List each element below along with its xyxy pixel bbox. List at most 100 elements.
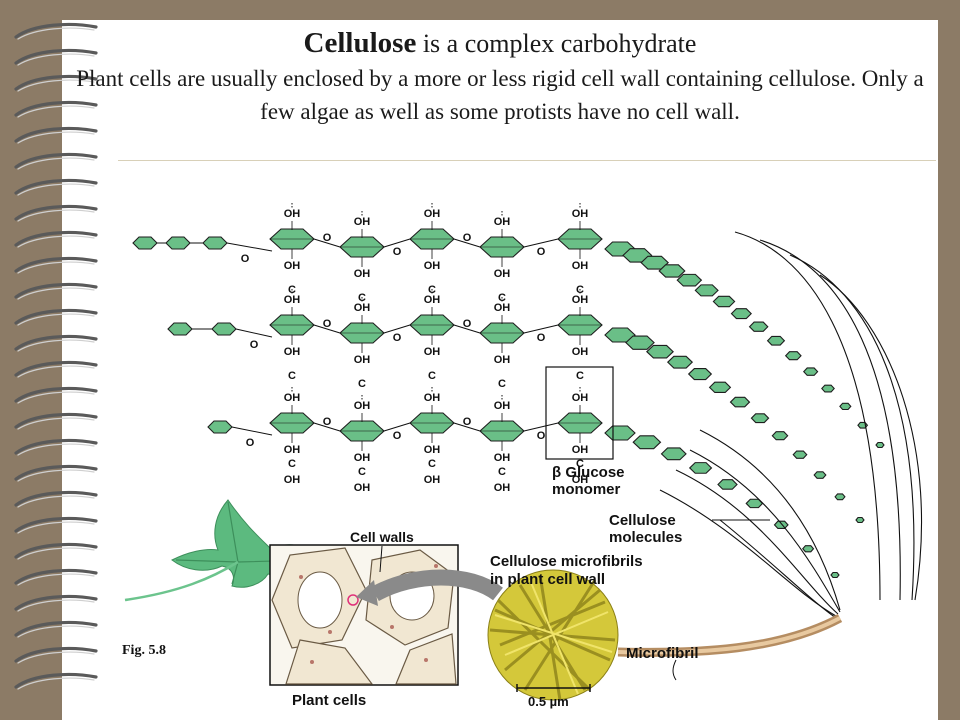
- hydroxyl-group: OH: [284, 208, 301, 220]
- divider: [118, 160, 936, 161]
- cellulose-chain-tails: [604, 241, 885, 579]
- hydroxyl-group: OH: [354, 268, 371, 280]
- microfibril-line: [689, 449, 841, 613]
- cellulose-chains: O O OH OH C O OH OH C O OH OH C O OH OH C OH OH C O O OH OH C O OH…: [132, 203, 603, 494]
- hydroxyl-group: OH: [572, 208, 589, 220]
- molecules-label: molecules: [609, 529, 682, 546]
- glycosidic-oxygen: O: [246, 437, 255, 449]
- hydroxyl-group: OH: [424, 208, 441, 220]
- glycosidic-oxygen: O: [393, 430, 402, 442]
- molecule-pointer-lines: [659, 231, 922, 619]
- binding-ring: [14, 646, 98, 663]
- glucose-ring: [211, 322, 237, 336]
- glucose-ring: [694, 284, 719, 297]
- glucose-ring: [167, 322, 193, 336]
- hydroxyl-group: OH: [284, 260, 301, 272]
- carbon-atom: C: [358, 378, 366, 390]
- glucose-ring: [830, 571, 840, 579]
- hydroxyl-group: OH: [572, 260, 589, 272]
- glycosidic-oxygen: O: [463, 232, 472, 244]
- magnify-arrow-head: [356, 580, 378, 606]
- glucose-ring: [688, 462, 713, 474]
- glucose-ring: [834, 493, 846, 501]
- glycosidic-oxygen: O: [463, 416, 472, 428]
- carbon-atom: C: [288, 370, 296, 382]
- glycosidic-oxygen: O: [537, 332, 546, 344]
- title-keyword: Cellulose: [303, 27, 417, 59]
- glucose-ring: [802, 367, 819, 376]
- hydroxyl-group: OH: [424, 474, 441, 486]
- glucose-ring: [625, 335, 655, 350]
- hydroxyl-group: OH: [284, 392, 301, 404]
- binding-ring: [14, 516, 98, 533]
- binding-ring: [14, 282, 98, 299]
- glucose-ring: [708, 381, 732, 394]
- glucose-ring: [802, 545, 815, 553]
- glucose-ring: [660, 447, 687, 461]
- glucose-ring: [622, 248, 653, 263]
- microfibril-line: [819, 274, 922, 601]
- cell-walls-pointer: [379, 545, 383, 573]
- plant-cells-label: Plant cells: [292, 692, 366, 709]
- binding-ring: [14, 386, 98, 403]
- hydroxyl-group: OH: [284, 346, 301, 358]
- carbon-atom: C: [576, 458, 584, 470]
- binding-ring: [14, 542, 98, 559]
- scale-label: 0.5 µm: [528, 694, 569, 709]
- hydroxyl-group: OH: [284, 444, 301, 456]
- binding-ring: [14, 126, 98, 143]
- glucose-ring: [666, 355, 694, 369]
- glucose-ring: [632, 435, 662, 450]
- glucose-ring: [646, 344, 674, 359]
- carbon-atom: C: [498, 378, 506, 390]
- glucose-ring: [687, 368, 713, 381]
- glycosidic-oxygen: O: [323, 416, 332, 428]
- leaf-stem: [124, 560, 239, 602]
- hydroxyl-group: OH: [494, 482, 511, 494]
- microfibrils-label-2: in plant cell wall: [490, 571, 605, 588]
- cell-walls-label: Cell walls: [350, 529, 414, 545]
- carbon-atom: C: [428, 370, 436, 382]
- hydroxyl-group: OH: [424, 260, 441, 272]
- glucose-ring: [771, 431, 789, 441]
- glycosidic-oxygen: O: [393, 332, 402, 344]
- binding-ring: [14, 412, 98, 429]
- hydroxyl-group: OH: [354, 216, 371, 228]
- binding-ring: [14, 230, 98, 247]
- glucose-ring: [658, 264, 686, 278]
- glucose-ring: [165, 236, 191, 250]
- hydroxyl-group: OH: [494, 400, 511, 412]
- glycosidic-oxygen: O: [323, 318, 332, 330]
- glucose-ring: [750, 413, 770, 424]
- spiral-binding: [14, 22, 98, 690]
- carbon-atom: C: [428, 458, 436, 470]
- glycosidic-oxygen: O: [463, 318, 472, 330]
- hydroxyl-group: OH: [572, 294, 589, 306]
- microfibril-line: [759, 239, 901, 601]
- glucose-ring: [604, 425, 636, 441]
- microfibril-label: Microfibril: [626, 645, 699, 662]
- glycosidic-oxygen: O: [537, 246, 546, 258]
- hydroxyl-group: OH: [424, 444, 441, 456]
- microfibril-line: [734, 231, 881, 601]
- microfibril-pointer: [672, 659, 677, 681]
- hydroxyl-group: OH: [494, 302, 511, 314]
- glucose-ring: [207, 420, 233, 434]
- glucose-ring: [875, 441, 885, 449]
- glucose-ring: [676, 273, 703, 287]
- hydroxyl-group: OH: [354, 302, 371, 314]
- microfibril-line: [675, 469, 839, 615]
- binding-ring: [14, 620, 98, 637]
- binding-ring: [14, 100, 98, 117]
- glucose-ring: [604, 327, 636, 343]
- cellulose-label: Cellulose: [609, 512, 676, 529]
- microfibrils-label-1: Cellulose microfibrils: [490, 553, 643, 570]
- hydroxyl-group: OH: [424, 294, 441, 306]
- hydroxyl-group: OH: [494, 268, 511, 280]
- hydroxyl-group: OH: [572, 474, 589, 486]
- binding-ring: [14, 48, 98, 65]
- binding-ring: [14, 22, 98, 39]
